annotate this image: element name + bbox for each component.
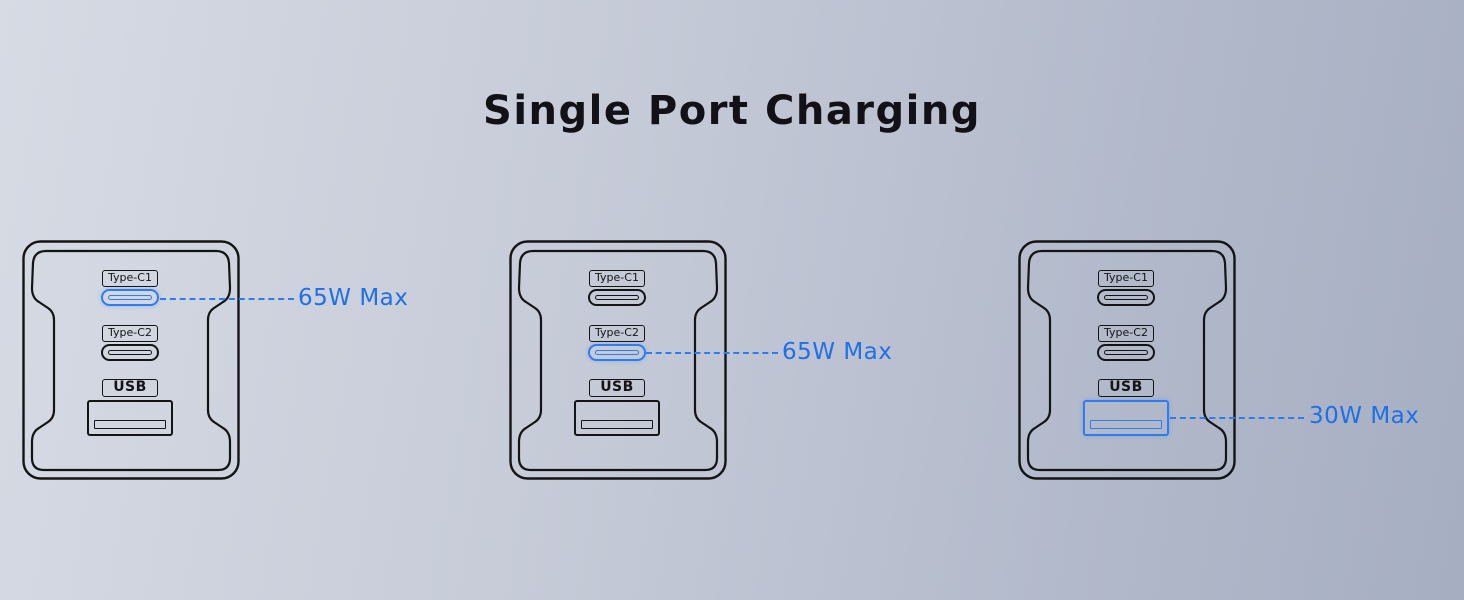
type-c1-label: Type-C1	[102, 270, 158, 287]
charger-body-outline	[22, 240, 240, 480]
charger-3: Type-C1 Type-C2 USB	[1018, 240, 1236, 480]
charger-2: Type-C1 Type-C2 USB	[509, 240, 727, 480]
page-title: Single Port Charging	[483, 88, 981, 134]
type-c2-label: Type-C2	[1098, 325, 1154, 342]
type-c1-label: Type-C1	[589, 270, 645, 287]
type-c2-port	[101, 344, 159, 361]
leader-line-3	[1170, 417, 1304, 419]
type-c1-port	[101, 289, 159, 306]
usb-label: USB	[1098, 379, 1154, 397]
type-c2-port	[588, 344, 646, 361]
output-label-3: 30W Max	[1309, 403, 1420, 429]
output-label-1: 65W Max	[298, 285, 409, 311]
type-c2-label: Type-C2	[102, 325, 158, 342]
usb-label: USB	[589, 379, 645, 397]
output-label-2: 65W Max	[782, 339, 893, 365]
charger-body-outline	[1018, 240, 1236, 480]
type-c2-port	[1097, 344, 1155, 361]
type-c2-label: Type-C2	[589, 325, 645, 342]
type-c1-port	[588, 289, 646, 306]
usb-port	[1083, 400, 1169, 436]
usb-label: USB	[102, 379, 158, 397]
charger-1: Type-C1 Type-C2 USB	[22, 240, 240, 480]
usb-port	[574, 400, 660, 436]
type-c1-label: Type-C1	[1098, 270, 1154, 287]
leader-line-2	[646, 352, 778, 354]
charger-body-outline	[509, 240, 727, 480]
usb-port	[87, 400, 173, 436]
type-c1-port	[1097, 289, 1155, 306]
leader-line-1	[160, 298, 294, 300]
